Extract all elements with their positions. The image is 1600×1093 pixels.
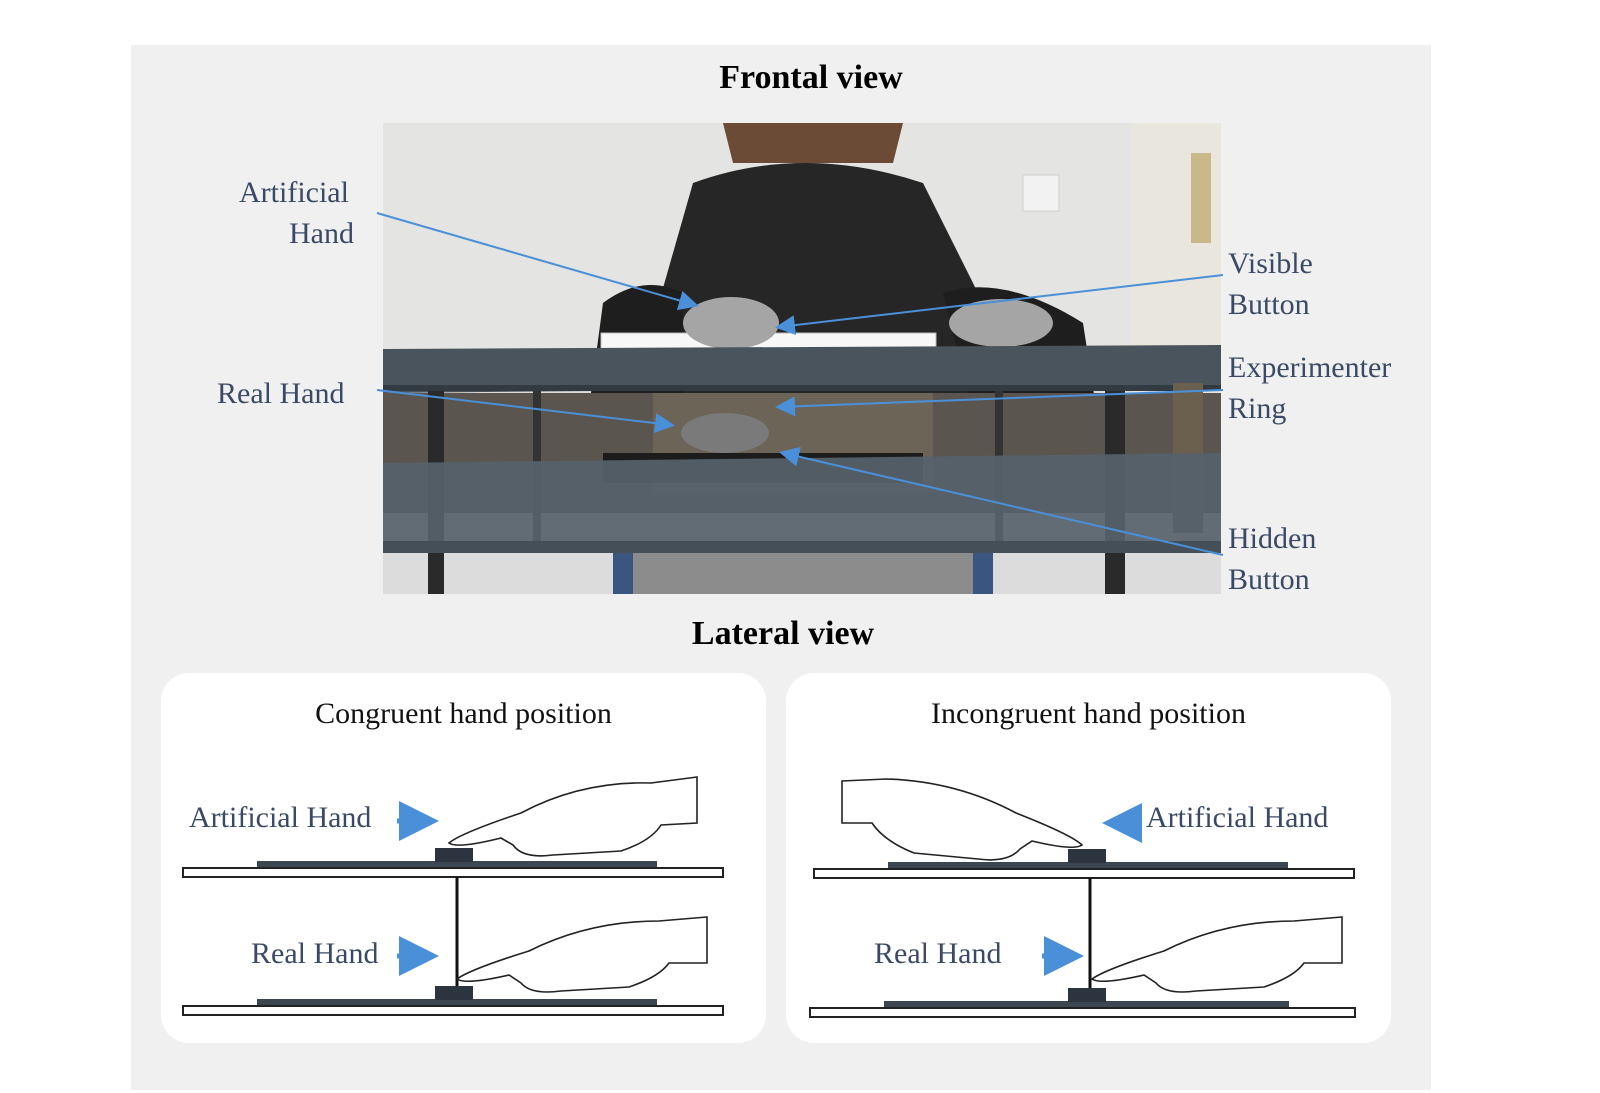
label-experimenter-ring-line1: Experimenter bbox=[1228, 351, 1392, 384]
congruent-artificial-hand-drawing bbox=[447, 776, 698, 857]
congruent-lower-table bbox=[182, 1005, 724, 1016]
incongruent-card: Incongruent hand position Artificial Han… bbox=[786, 673, 1391, 1043]
frontal-view-title: Frontal view bbox=[719, 59, 903, 96]
incongruent-lower-board bbox=[884, 1001, 1289, 1007]
incongruent-real-hand-label: Real Hand bbox=[874, 937, 1002, 970]
label-visible-button-line2: Button bbox=[1228, 288, 1310, 321]
lateral-view-title: Lateral view bbox=[691, 615, 875, 652]
congruent-hidden-button bbox=[435, 986, 473, 1000]
congruent-title: Congruent hand position bbox=[315, 697, 612, 730]
arrow-experimenter-ring bbox=[775, 389, 1224, 417]
incongruent-artificial-hand-label: Artificial Hand bbox=[1146, 801, 1329, 834]
label-hidden-button-line1: Hidden bbox=[1228, 522, 1317, 555]
congruent-real-hand-label: Real Hand bbox=[251, 937, 379, 970]
incongruent-title: Incongruent hand position bbox=[931, 697, 1246, 730]
incongruent-upper-table bbox=[813, 868, 1355, 879]
congruent-diagram bbox=[182, 776, 724, 1016]
congruent-upper-board bbox=[257, 861, 657, 867]
arrow-hidden-button bbox=[779, 446, 1224, 556]
label-artificial-hand-line2: Hand bbox=[289, 217, 354, 250]
label-visible-button-line1: Visible bbox=[1228, 247, 1313, 280]
arrow-artificial-hand bbox=[376, 212, 699, 311]
incongruent-diagram bbox=[809, 778, 1356, 1018]
arrow-real-hand bbox=[376, 389, 675, 434]
label-real-hand: Real Hand bbox=[217, 377, 345, 410]
congruent-artificial-hand-label: Artificial Hand bbox=[189, 801, 372, 834]
congruent-visible-button bbox=[435, 848, 473, 862]
incongruent-upper-board bbox=[888, 862, 1288, 868]
congruent-upper-table bbox=[182, 867, 724, 878]
incongruent-visible-button bbox=[1068, 849, 1106, 863]
congruent-card: Congruent hand position Artificial Hand … bbox=[161, 673, 766, 1043]
incongruent-lower-table bbox=[809, 1007, 1356, 1018]
congruent-real-hand-drawing bbox=[455, 916, 708, 993]
incongruent-hidden-button bbox=[1068, 988, 1106, 1002]
label-experimenter-ring-line2: Ring bbox=[1228, 392, 1287, 425]
figure-panel: Frontal view bbox=[131, 45, 1431, 1090]
label-artificial-hand-line1: Artificial bbox=[239, 176, 349, 209]
incongruent-artificial-hand-drawing bbox=[841, 778, 1084, 861]
frontal-pointer-arrows bbox=[376, 212, 1224, 556]
congruent-lower-board bbox=[257, 999, 657, 1005]
label-hidden-button-line2: Button bbox=[1228, 563, 1310, 596]
arrow-visible-button bbox=[775, 274, 1224, 336]
incongruent-real-hand-drawing bbox=[1090, 916, 1343, 993]
